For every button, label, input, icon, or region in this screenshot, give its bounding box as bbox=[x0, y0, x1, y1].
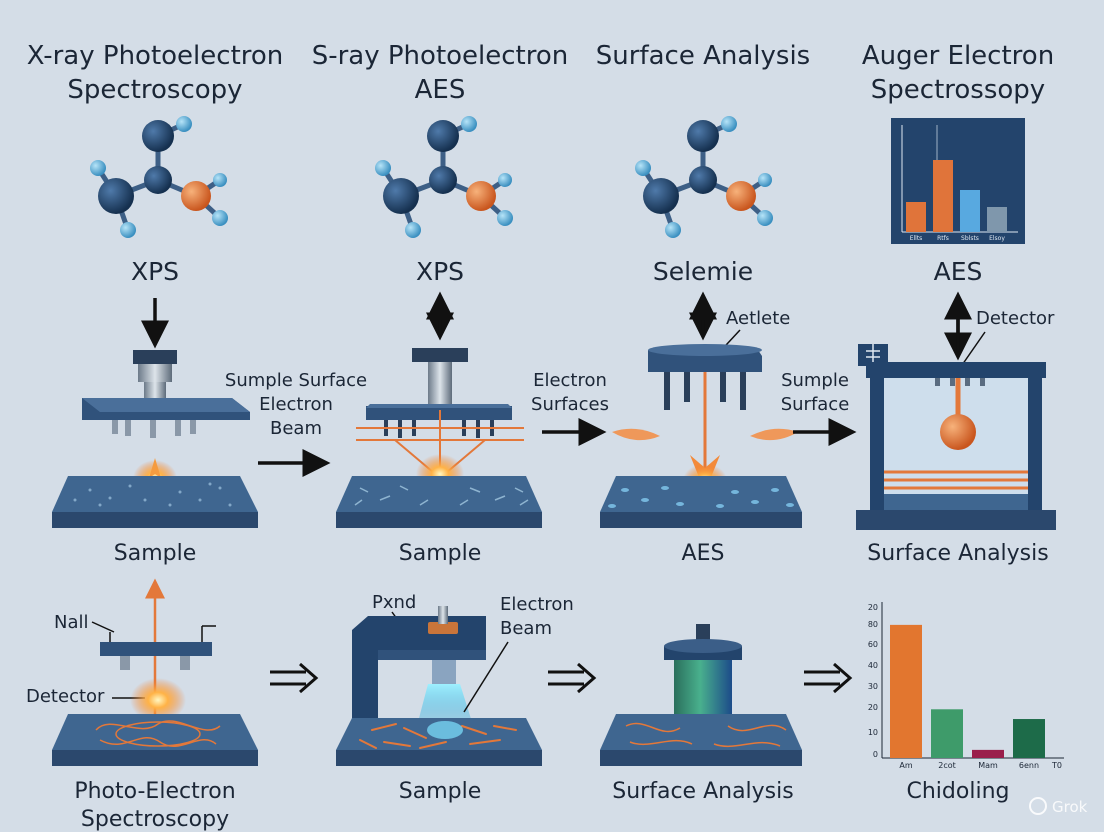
heading-line: X-ray Photoelectron bbox=[27, 41, 284, 71]
chart-2-x-labels: Am 2cot Mam 6enn bbox=[899, 761, 1039, 770]
chart-1: Ellts Rtfs Sblsts Elsoy bbox=[891, 118, 1025, 244]
note-line: Surface bbox=[781, 394, 850, 415]
note-line: Surfaces bbox=[531, 394, 609, 415]
heading-line: AES bbox=[415, 75, 466, 105]
row2-stage-3-apparatus bbox=[600, 624, 802, 766]
note-line: Electron bbox=[259, 394, 333, 415]
stage-2-apparatus bbox=[336, 291, 542, 528]
chart-2-y-tick: 60 bbox=[868, 640, 878, 649]
molecule-icon bbox=[635, 116, 773, 238]
double-arrow-icon bbox=[270, 662, 319, 694]
stage-4-label: Detector bbox=[976, 308, 1055, 329]
chart-2-y-tick: 30 bbox=[868, 682, 878, 691]
chart-2-bar-2 bbox=[972, 749, 1004, 758]
molecule-icon bbox=[90, 116, 228, 238]
row2-stage-1-apparatus: Nall Detector bbox=[26, 578, 258, 766]
chart-1-x-label: Elsoy bbox=[989, 235, 1005, 242]
heading-auger: Auger Electron Spectrossopy bbox=[862, 41, 1054, 105]
chart-2-x-label: 2cot bbox=[938, 761, 956, 770]
heading-xps: X-ray Photoelectron Spectroscopy bbox=[27, 41, 284, 105]
note-line: Sumple bbox=[781, 370, 849, 391]
chart-1-x-label: Ellts bbox=[910, 235, 923, 242]
stage-3-note: Electron Surfaces bbox=[531, 370, 609, 415]
stage-4-acronym: AES bbox=[934, 257, 983, 286]
chart-2-bars bbox=[890, 624, 1045, 758]
note-line: Electron bbox=[500, 594, 574, 615]
watermark-icon bbox=[1029, 797, 1047, 815]
heading-surface-analysis: Surface Analysis bbox=[596, 41, 810, 71]
note-line: Electron bbox=[533, 370, 607, 391]
heading-line: Auger Electron bbox=[862, 41, 1054, 71]
chart-1-bar-0 bbox=[906, 202, 926, 232]
double-arrow-icon bbox=[548, 662, 597, 694]
row2-stage-1-caption: Photo-Electron Spectroscopy bbox=[74, 779, 235, 832]
row2-stage-2-apparatus: Pxnd Electron Beam bbox=[336, 592, 574, 766]
note-line: Beam bbox=[500, 618, 552, 639]
chart-1-bar-3 bbox=[987, 207, 1007, 232]
stage-3-caption: AES bbox=[682, 541, 725, 566]
chart-1-labels: Ellts Rtfs Sblsts Elsoy bbox=[910, 235, 1006, 242]
note-line: Beam bbox=[270, 418, 322, 439]
watermark-text: Grok bbox=[1052, 798, 1088, 816]
row2-stage-3-caption: Surface Analysis bbox=[612, 779, 793, 804]
chart-1-x-label: Rtfs bbox=[937, 235, 949, 242]
chart-1-bar-1 bbox=[933, 160, 953, 232]
caption-line: Spectroscopy bbox=[81, 807, 229, 832]
chart-2-x-label: 6enn bbox=[1019, 761, 1039, 770]
chart-2-y-tick: 80 bbox=[868, 620, 878, 629]
chart-2: 20 80 60 40 30 20 10 0 Am 2cot Mam 6enn T0 bbox=[868, 602, 1064, 770]
chart-2-y-tick: 40 bbox=[868, 661, 878, 670]
pxnd-label: Pxnd bbox=[372, 592, 416, 613]
electron-beam-note: Electron Beam bbox=[500, 594, 574, 639]
heading-line: Surface Analysis bbox=[596, 41, 810, 71]
row2-stage-4-caption: Chidoling bbox=[907, 779, 1010, 804]
stage-1-apparatus bbox=[52, 298, 258, 528]
note-line: Sumple Surface bbox=[225, 370, 367, 391]
stage-1-caption: Sample bbox=[114, 541, 197, 566]
chart-2-y-tick: 0 bbox=[873, 750, 878, 759]
stage-3-acronym: Selemie bbox=[653, 257, 753, 286]
stage-4-caption: Surface Analysis bbox=[867, 541, 1048, 566]
chart-2-x-label: Am bbox=[899, 761, 912, 770]
chart-1-x-label: Sblsts bbox=[961, 235, 979, 242]
nall-label: Nall bbox=[54, 612, 89, 633]
stage-2-acronym: XPS bbox=[416, 257, 464, 286]
chart-2-bar-0 bbox=[890, 624, 922, 758]
stage-1-acronym: XPS bbox=[131, 257, 179, 286]
double-arrow-icon bbox=[804, 662, 853, 694]
stage-3-apparatus: Aetlete bbox=[600, 291, 802, 528]
chart-2-y-tick: 10 bbox=[868, 728, 878, 737]
row2-stage-2-caption: Sample bbox=[399, 779, 482, 804]
chart-2-bar-1 bbox=[931, 709, 963, 758]
heading-line: S-ray Photoelectron bbox=[312, 41, 569, 71]
heading-line: Spectroscopy bbox=[67, 75, 242, 105]
heading-line: Spectrossopy bbox=[871, 75, 1045, 105]
stage-4-apparatus: Detector bbox=[856, 291, 1056, 530]
chart-1-bars bbox=[906, 160, 1007, 232]
chart-2-y-ticks: 20 80 60 40 30 20 10 0 bbox=[868, 603, 878, 759]
chart-2-bar-3 bbox=[1013, 719, 1045, 758]
watermark: Grok bbox=[1029, 797, 1088, 816]
chart-2-y-tick: 20 bbox=[868, 603, 878, 612]
chart-1-bar-2 bbox=[960, 190, 980, 232]
stage-4-note: Sumple Surface bbox=[781, 370, 850, 415]
stage-3-label: Aetlete bbox=[726, 308, 790, 329]
chart-2-x-label: Mam bbox=[978, 761, 998, 770]
chart-2-y-tick: 20 bbox=[868, 703, 878, 712]
caption-line: Photo-Electron bbox=[74, 779, 235, 804]
chart-2-x-end-label: T0 bbox=[1051, 761, 1062, 770]
heading-sray: S-ray Photoelectron AES bbox=[312, 41, 569, 105]
detector-label: Detector bbox=[26, 686, 105, 707]
stage-2-caption: Sample bbox=[399, 541, 482, 566]
stage-2-note: Sumple Surface Electron Beam bbox=[225, 370, 367, 439]
molecule-icon bbox=[375, 116, 513, 238]
